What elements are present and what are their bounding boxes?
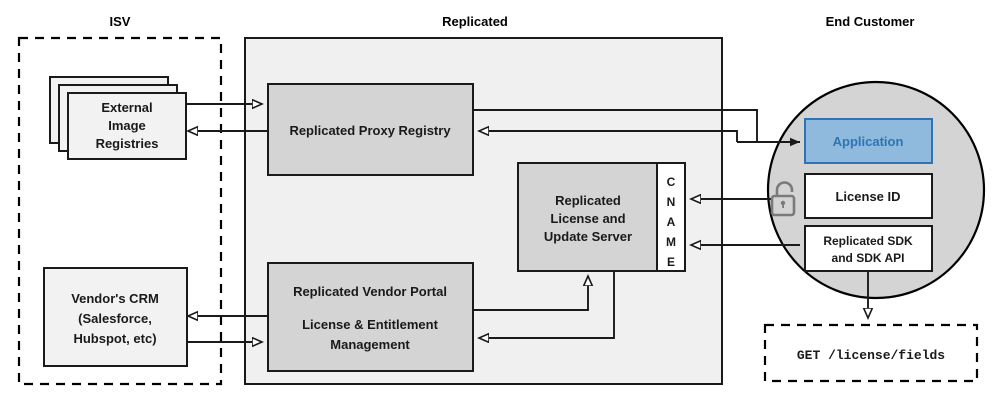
unlocked-padlock-icon bbox=[770, 181, 796, 217]
replicated-vendor-portal-box[interactable] bbox=[267, 262, 474, 372]
cname-letter-c: C bbox=[667, 175, 676, 189]
external-registries-card-front[interactable] bbox=[67, 92, 187, 160]
external-registries-label-line3: Registries bbox=[96, 136, 159, 151]
license-update-server-box[interactable] bbox=[517, 162, 659, 272]
api-call-label: GET /license/fields bbox=[797, 348, 945, 363]
cname-letter-e: E bbox=[667, 255, 675, 269]
cname-letter-m: M bbox=[666, 235, 676, 249]
zone-title-isv: ISV bbox=[110, 14, 131, 29]
vendor-portal-label-line2: License & Entitlement bbox=[302, 317, 438, 332]
replicated-sdk-label-line2: and SDK API bbox=[832, 251, 905, 265]
vendor-portal-label-line3: Management bbox=[330, 337, 410, 352]
license-update-server-label-line2: License and bbox=[550, 211, 625, 226]
zone-title-end-customer: End Customer bbox=[826, 14, 915, 29]
application-box[interactable] bbox=[804, 118, 933, 164]
replicated-proxy-registry-label: Replicated Proxy Registry bbox=[289, 123, 451, 138]
isv-zone-panel bbox=[17, 36, 223, 386]
connector-license-server-to-portal bbox=[479, 271, 615, 338]
vendor-portal-label-line1: Replicated Vendor Portal bbox=[293, 284, 447, 299]
vendor-crm-box[interactable] bbox=[43, 267, 188, 367]
vendor-crm-label-line1: Vendor's CRM bbox=[71, 291, 159, 306]
license-update-server-label-line3: Update Server bbox=[544, 229, 632, 244]
vendor-crm-label-line2: (Salesforce, bbox=[78, 311, 152, 326]
connector-proxy-to-application bbox=[473, 109, 800, 147]
application-label: Application bbox=[833, 134, 904, 149]
external-registries-label-line2: Image bbox=[108, 118, 146, 133]
license-id-label: License ID bbox=[835, 189, 900, 204]
api-call-dashed-box bbox=[763, 323, 979, 383]
license-id-box[interactable] bbox=[804, 173, 933, 219]
connector-portal-to-license-server bbox=[473, 276, 588, 311]
cname-letter-n: N bbox=[667, 195, 676, 209]
zone-title-replicated: Replicated bbox=[442, 14, 508, 29]
license-update-server-label-line1: Replicated bbox=[555, 193, 621, 208]
replicated-sdk-box[interactable] bbox=[804, 225, 933, 272]
cname-strip[interactable] bbox=[656, 162, 686, 272]
connector-customer-to-proxy bbox=[479, 131, 738, 142]
replicated-sdk-label-line1: Replicated SDK bbox=[823, 234, 913, 248]
vendor-crm-label-line3: Hubspot, etc) bbox=[73, 331, 156, 346]
external-registries-label-line1: External bbox=[101, 100, 152, 115]
replicated-proxy-registry-box[interactable] bbox=[267, 83, 474, 176]
cname-letter-a: A bbox=[667, 215, 676, 229]
